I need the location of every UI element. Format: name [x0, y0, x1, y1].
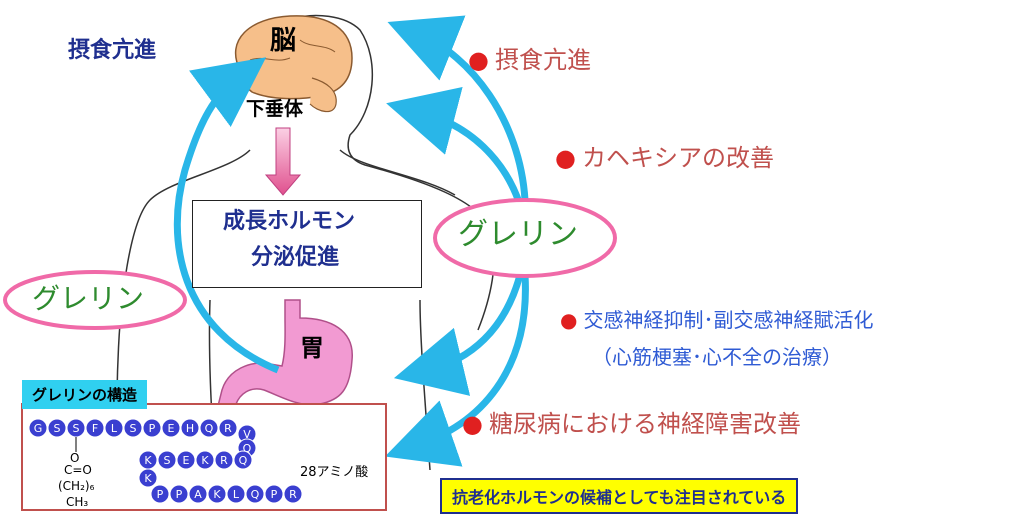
residue-bead — [104, 418, 124, 438]
effect-diabetes: ●糖尿病における神経障害改善 — [462, 412, 801, 436]
residue-label: F — [92, 422, 98, 435]
residue-label: Q — [239, 454, 248, 467]
residue-bead — [226, 484, 246, 504]
anti-aging-banner: 抗老化ホルモンの候補としても注目されている — [440, 478, 799, 514]
residue-label: K — [144, 454, 152, 467]
residue-bead — [85, 418, 105, 438]
residue-bead — [176, 450, 196, 470]
residue-bead — [233, 450, 253, 470]
residue-label: R — [289, 488, 297, 501]
residue-label: L — [233, 488, 240, 501]
bullet-icon: ● — [462, 410, 483, 438]
residue-label: H — [186, 422, 194, 435]
ghrelin-right-label: グレリン — [458, 217, 578, 252]
residue-bead — [150, 484, 170, 504]
residue-bead — [138, 468, 158, 488]
residue-bead — [218, 418, 238, 438]
residue-bead — [169, 484, 189, 504]
residue-bead — [245, 484, 265, 504]
residue-bead — [180, 418, 200, 438]
residue-label: P — [149, 422, 156, 435]
residue-bead — [123, 418, 143, 438]
residue-bead — [142, 418, 162, 438]
ghrelin-left-ring — [3, 270, 187, 330]
effect-sub: （心筋梗塞･心不全の治療） — [592, 345, 842, 369]
residue-label: R — [224, 422, 232, 435]
effect-autonomic: ●交感神経抑制･副交感神経賦活化 — [560, 310, 873, 330]
residue-bead — [214, 450, 234, 470]
residue-label: K — [201, 454, 209, 467]
amino-count: 28アミノ酸 — [300, 465, 369, 480]
residue-label: Q — [243, 442, 252, 455]
residue-label: E — [183, 454, 190, 467]
arrow-to-lower — [384, 274, 529, 467]
residue-bead — [28, 418, 48, 438]
side-chain-ch3: CH₃ — [66, 495, 89, 509]
bullet-icon: ● — [560, 308, 578, 332]
residue-label: K — [213, 488, 221, 501]
residue-bead — [47, 418, 67, 438]
side-chain-o: O — [70, 451, 80, 465]
arrow-to-heart — [393, 274, 524, 396]
effect-text: カヘキシアの改善 — [581, 144, 774, 172]
residue-label: P — [157, 488, 164, 501]
residue-label: P — [271, 488, 278, 501]
residue-bead — [199, 418, 219, 438]
side-chain-co: C=O — [64, 463, 92, 477]
pink-arrow — [264, 127, 302, 196]
residue-bead — [161, 418, 181, 438]
arrow-to-brain-top — [387, 15, 529, 201]
stomach-shape — [215, 299, 353, 419]
ghrelin-right-ring — [433, 198, 617, 278]
effect-cachexia: ●カヘキシアの改善 — [555, 146, 774, 170]
gh-box: 成長ホルモン 分泌促進 — [192, 200, 422, 288]
residue-label: Q — [251, 488, 260, 501]
residue-label: K — [144, 472, 152, 485]
residue-label: S — [54, 422, 61, 435]
residue-label: A — [194, 488, 202, 501]
effect-text: 摂食亢進 — [494, 46, 591, 74]
stomach-label: 胃 — [300, 334, 324, 362]
residue-label: E — [168, 422, 175, 435]
bullet-icon: ● — [468, 46, 489, 74]
gh-box-line1: 成長ホルモン — [223, 209, 356, 234]
residue-label: V — [243, 428, 251, 441]
pituitary-label: 下垂体 — [246, 98, 304, 120]
residue-label: L — [111, 422, 118, 435]
bullet-icon: ● — [555, 144, 576, 172]
residue-bead — [283, 484, 303, 504]
gh-box-line2: 分泌促進 — [251, 245, 340, 270]
residue-bead — [157, 450, 177, 470]
side-chain-ch2: (CH₂)₆ — [58, 479, 95, 493]
residue-label: S — [73, 422, 80, 435]
structure-title: グレリンの構造 — [22, 380, 148, 409]
residue-label: P — [176, 488, 183, 501]
residue-bead — [188, 484, 208, 504]
residue-label: R — [220, 454, 228, 467]
brain-label: 脳 — [270, 26, 297, 56]
effect-appetite: ●摂食亢進 — [468, 48, 591, 72]
residue-bead — [207, 484, 227, 504]
residue-label: Q — [205, 422, 214, 435]
arrow-stomach-to-brain — [173, 57, 280, 374]
left-effect-label: 摂食亢進 — [68, 38, 157, 63]
residue-bead — [264, 484, 284, 504]
residue-label: G — [34, 422, 43, 435]
residue-label: S — [130, 422, 137, 435]
residue-label: S — [164, 454, 171, 467]
effect-text: 糖尿病における神経障害改善 — [488, 410, 801, 438]
ghrelin-left-label: グレリン — [32, 282, 145, 315]
effect-text: 交感神経抑制･副交感神経賦活化 — [583, 308, 874, 332]
residue-bead — [195, 450, 215, 470]
arrow-to-head — [386, 86, 524, 207]
